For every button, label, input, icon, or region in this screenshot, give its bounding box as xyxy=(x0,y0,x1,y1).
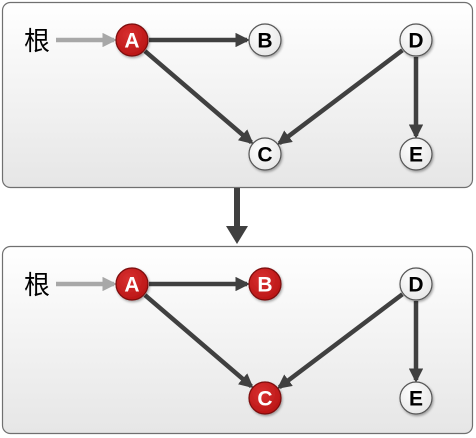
root-label: 根 xyxy=(24,271,50,301)
root-label: 根 xyxy=(24,27,50,57)
node-circle xyxy=(248,267,282,301)
node-circle xyxy=(248,23,282,57)
node-circle xyxy=(399,267,433,301)
node-e-unmarked: E xyxy=(399,137,433,171)
node-circle xyxy=(115,23,149,57)
node-a-marked: A xyxy=(115,23,149,57)
node-e-unmarked: E xyxy=(399,381,433,415)
node-label: D xyxy=(408,274,423,297)
node-label: A xyxy=(124,30,139,53)
node-circle xyxy=(248,381,282,415)
node-label: B xyxy=(257,30,272,53)
node-circle xyxy=(399,381,433,415)
panel-before: 根 A B C D E xyxy=(1,1,474,189)
node-label: E xyxy=(409,144,423,167)
node-label: D xyxy=(408,30,423,53)
transition-arrow xyxy=(226,188,248,244)
node-circle xyxy=(399,23,433,57)
node-label: C xyxy=(257,144,272,167)
node-circle xyxy=(248,137,282,171)
node-label: E xyxy=(409,388,423,411)
transition-arrow-head xyxy=(226,226,248,244)
node-b-marked: B xyxy=(248,267,282,301)
edge-a-c xyxy=(143,293,254,389)
node-label: B xyxy=(257,274,272,297)
node-circle xyxy=(399,137,433,171)
node-circle xyxy=(115,267,149,301)
panel-after: 根 A B C D E xyxy=(1,245,474,435)
edge-a-c xyxy=(143,49,254,145)
node-d-unmarked: D xyxy=(399,267,433,301)
node-c-unmarked: C xyxy=(248,137,282,171)
node-b-unmarked: B xyxy=(248,23,282,57)
node-label: C xyxy=(257,388,272,411)
node-label: A xyxy=(124,274,139,297)
node-d-unmarked: D xyxy=(399,23,433,57)
edge-d-c xyxy=(277,292,404,389)
node-a-marked: A xyxy=(115,267,149,301)
edge-d-c xyxy=(277,48,404,145)
node-c-marked: C xyxy=(248,381,282,415)
